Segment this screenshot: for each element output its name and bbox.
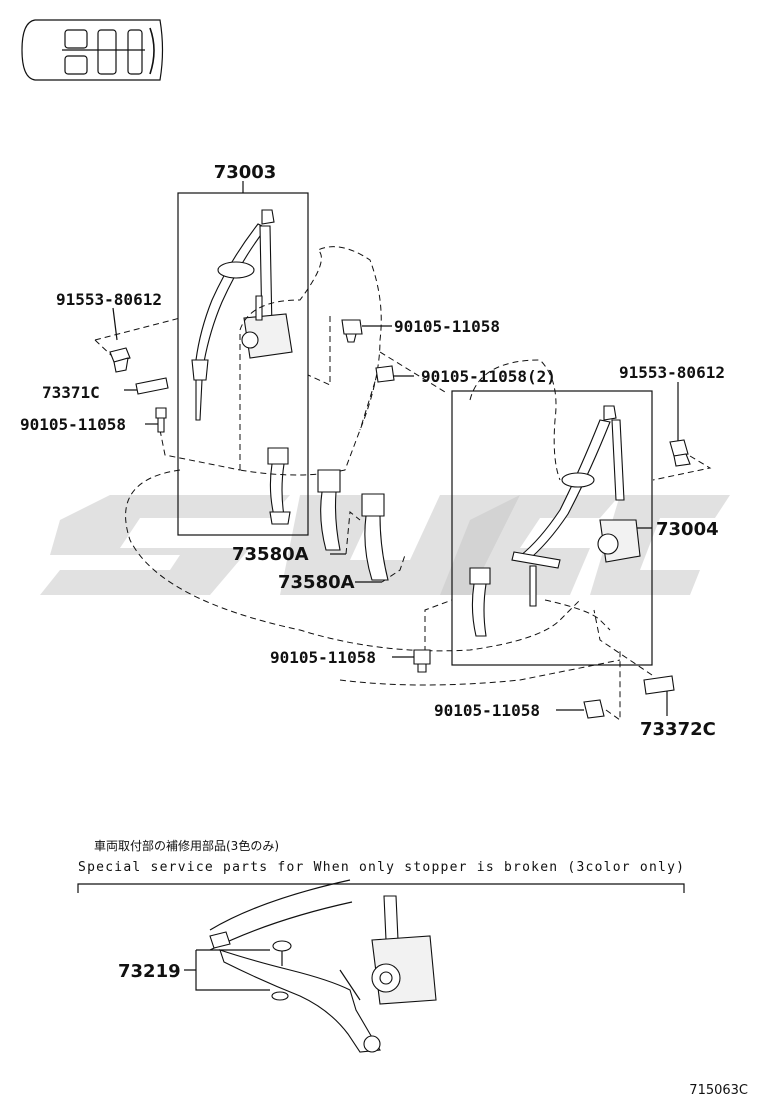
label-90105-11058-bottom-center: 90105-11058: [270, 648, 376, 667]
fasteners: [109, 319, 691, 719]
watermark-logo: [40, 495, 730, 595]
assy-frame-right: [451, 390, 653, 666]
note-english: Special service parts for When only stop…: [78, 860, 684, 875]
label-90105-11058-center: 90105-11058: [394, 317, 500, 336]
note-japanese: 車両取付部の補修用部品(3色のみ): [94, 838, 279, 853]
stopper-detail: [209, 879, 437, 1053]
label-73372C: 73372C: [640, 719, 716, 740]
label-90105-11058-bottom-right: 90105-11058: [434, 701, 540, 720]
label-73580A-b: 73580A: [278, 572, 355, 593]
label-73003: 73003: [214, 162, 277, 183]
label-73580A-a: 73580A: [232, 544, 309, 565]
buckles: [317, 469, 389, 581]
stopper-leader: [184, 949, 270, 991]
seat-belt-right: [469, 405, 641, 637]
label-91553-80612-left: 91553-80612: [56, 290, 162, 309]
seat-outline: [125, 246, 621, 686]
label-91553-80612-right: 91553-80612: [619, 363, 725, 382]
label-90105-11058-left: 90105-11058: [20, 415, 126, 434]
label-73371C: 73371C: [42, 383, 100, 402]
vehicle-seat-layout-icon: [21, 19, 164, 81]
label-90105-11058-pair: 90105-11058(2): [421, 367, 556, 386]
seat-belt-left: [191, 209, 293, 525]
drawing-code: 715063C: [689, 1083, 748, 1098]
label-73004: 73004: [656, 519, 719, 540]
section-bracket: [77, 883, 685, 893]
label-73219: 73219: [118, 961, 181, 982]
